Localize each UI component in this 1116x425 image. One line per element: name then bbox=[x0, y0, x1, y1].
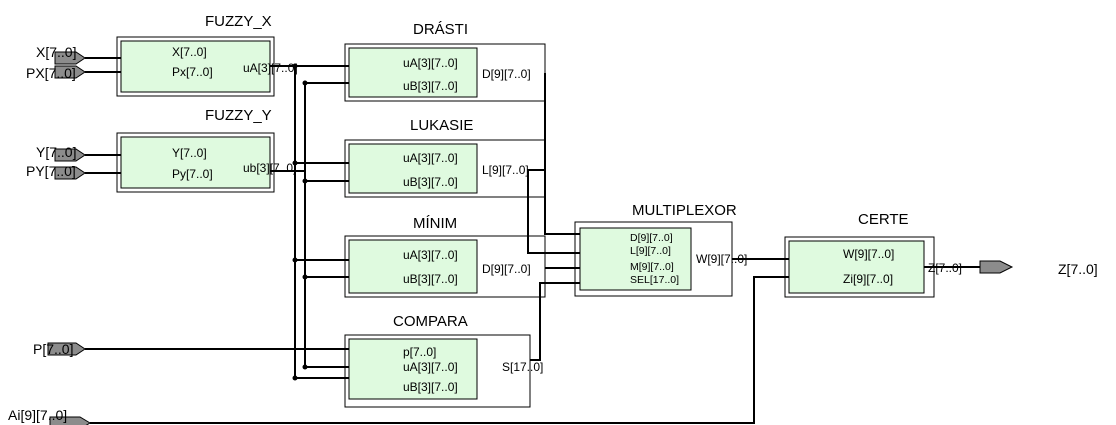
block-fuzzy-y[interactable] bbox=[116, 132, 275, 193]
port-compara-in2: uB[3][7..0] bbox=[403, 380, 458, 394]
label-ai-in: Ai[9][7..0] bbox=[8, 407, 68, 423]
block-certe[interactable] bbox=[784, 236, 935, 298]
connector-y bbox=[54, 148, 86, 162]
port-fuzzy-x-out: uA[3][7..0] bbox=[243, 61, 298, 75]
title-fuzzy-y: FUZZY_Y bbox=[205, 107, 272, 124]
port-drasti-out: D[9][7..0] bbox=[482, 67, 531, 81]
wire-ai-in bbox=[90, 276, 789, 424]
port-fuzzy-x-in2: Px[7..0] bbox=[172, 65, 213, 79]
wires bbox=[85, 57, 980, 424]
port-minim-out: D[9][7..0] bbox=[482, 262, 531, 276]
block-fuzzy-x[interactable] bbox=[116, 36, 275, 97]
connector-z-out bbox=[979, 260, 1014, 274]
port-fuzzy-y-out: ub[3][7..0] bbox=[243, 161, 297, 175]
wire-lukasie-out bbox=[527, 169, 580, 254]
port-certe-in2: Zi[9][7..0] bbox=[843, 272, 894, 286]
connector-px bbox=[54, 65, 86, 79]
connector-ai bbox=[49, 416, 91, 425]
title-minim: MÍNIM bbox=[413, 215, 458, 232]
port-certe-out: Z[7..0] bbox=[928, 261, 963, 275]
port-multiplexor-in4: SEL[17..0] bbox=[630, 274, 680, 286]
port-minim-in2: uB[3][7..0] bbox=[403, 272, 458, 286]
port-minim-in1: uA[3][7..0] bbox=[403, 248, 458, 262]
label-px-in: PX[7..0] bbox=[26, 65, 76, 81]
port-multiplexor-in3: M[9][7..0] bbox=[630, 261, 674, 273]
title-certe: CERTE bbox=[858, 211, 909, 228]
port-certe-in1: W[9][7..0] bbox=[843, 247, 895, 261]
connector-x bbox=[54, 51, 86, 65]
junction-dots bbox=[292, 63, 308, 381]
wire-drasti-out bbox=[544, 73, 580, 235]
port-drasti-in1: uA[3][7..0] bbox=[403, 56, 458, 70]
block-minim[interactable] bbox=[344, 235, 546, 298]
block-lukasie[interactable] bbox=[344, 139, 546, 198]
port-multiplexor-in2: L[9][7..0] bbox=[630, 245, 671, 257]
title-lukasie: LUKASIE bbox=[410, 117, 474, 134]
port-multiplexor-in1: D[9][7..0] bbox=[630, 232, 673, 244]
title-fuzzy-x: FUZZY_X bbox=[205, 13, 272, 30]
block-drasti[interactable] bbox=[344, 43, 546, 102]
port-multiplexor-out: W[9][7..0] bbox=[696, 252, 748, 266]
port-compara-in1: uA[3][7..0] bbox=[403, 360, 458, 374]
wire-compara-out bbox=[530, 282, 580, 361]
port-drasti-in2: uB[3][7..0] bbox=[403, 79, 458, 93]
port-compara-in0: p[7..0] bbox=[403, 345, 437, 359]
label-y-in: Y[7..0] bbox=[36, 144, 77, 160]
block-compara[interactable] bbox=[344, 334, 531, 408]
connector-p bbox=[47, 342, 86, 356]
title-multiplexor: MULTIPLEXOR bbox=[632, 202, 737, 219]
label-x-in: X[7..0] bbox=[36, 44, 77, 60]
label-z-out: Z[7..0] bbox=[1058, 261, 1098, 277]
port-fuzzy-y-in1: Y[7..0] bbox=[172, 146, 207, 160]
port-fuzzy-x-in1: X[7..0] bbox=[172, 45, 207, 59]
block-multiplexor[interactable] bbox=[574, 221, 733, 297]
input-connectors bbox=[47, 51, 91, 425]
title-drasti: DRÁSTI bbox=[413, 21, 469, 38]
title-compara: COMPARA bbox=[393, 313, 468, 330]
port-lukasie-in1: uA[3][7..0] bbox=[403, 151, 458, 165]
connector-py bbox=[54, 166, 86, 180]
port-compara-out: S[17..0] bbox=[502, 360, 544, 374]
label-p-in: P[7..0] bbox=[33, 341, 74, 357]
port-lukasie-out: L[9][7..0] bbox=[482, 163, 529, 177]
label-py-in: PY[7..0] bbox=[26, 163, 76, 179]
port-fuzzy-y-in2: Py[7..0] bbox=[172, 167, 213, 181]
port-lukasie-in2: uB[3][7..0] bbox=[403, 175, 458, 189]
